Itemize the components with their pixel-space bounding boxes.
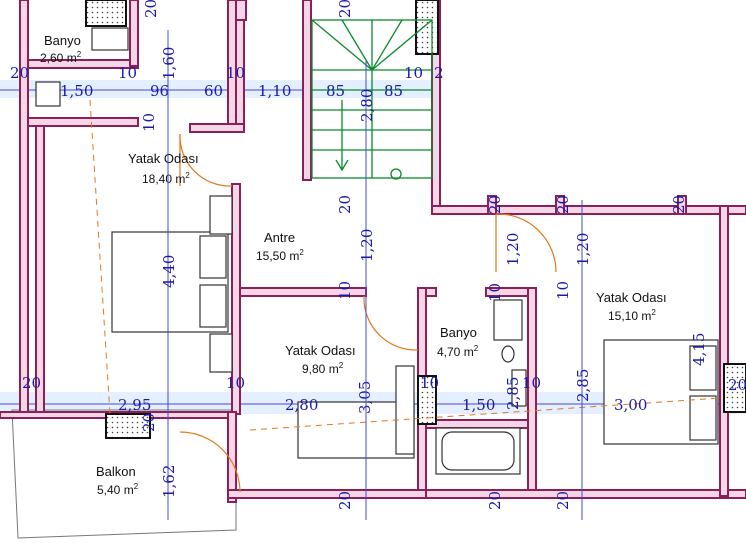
dim-bottom-0: 20: [22, 374, 41, 392]
dim-left-4: 1,62: [160, 465, 178, 498]
dim-right-3: 20: [486, 195, 504, 214]
room-name-banyo-top: Banyo: [44, 33, 81, 48]
dim-right-10: 20: [554, 491, 572, 510]
dim-top-9: 10: [404, 64, 423, 82]
dim-left-2: 4,40: [160, 255, 178, 288]
dimensions-bottom: 20 2,95 10 2,80 3,05 10 1,50 2,85 10 3,0…: [22, 374, 746, 414]
dim-right-11: 10: [554, 281, 572, 300]
dim-top-7: 85: [326, 82, 345, 100]
desk: [297, 401, 415, 459]
dim-top-3: 96: [150, 82, 169, 100]
dim-top-5: 10: [226, 64, 245, 82]
room-area-yatak2: 9,80 m2: [302, 361, 344, 376]
dim-bottom-5: 10: [420, 374, 439, 392]
dim-top-2: 1,50: [60, 82, 93, 100]
dim-center-4: 10: [336, 281, 354, 300]
dim-right-1: 1,20: [504, 233, 522, 266]
dim-top-1: 10: [118, 64, 137, 82]
dim-top-0: 20: [10, 64, 29, 82]
dim-bottom-7: 2,85: [504, 377, 522, 410]
dim-right-4: 1,20: [574, 233, 592, 266]
dim-center-0: 20: [142, 0, 160, 18]
dim-right-8: 4,15: [690, 333, 708, 366]
dimensions-vertical: 1,60 10 4,40 20 1,62 20 2,80 20 1,20 10 …: [140, 0, 708, 520]
dim-left-3: 20: [140, 413, 158, 432]
dim-top-8: 85: [384, 82, 403, 100]
dim-right-7: 20: [670, 195, 688, 214]
dim-center-2: 20: [336, 195, 354, 214]
furniture: [35, 27, 719, 475]
room-name-yatak3: Yatak Odası: [596, 290, 667, 305]
room-name-yatak1: Yatak Odası: [128, 151, 199, 166]
dim-band-top: [0, 80, 440, 98]
room-area-antre: 15,50 m2: [256, 248, 304, 263]
dim-bottom-10: 20: [728, 376, 746, 394]
room-area-banyo-mid: 4,70 m2: [437, 344, 479, 359]
room-labels: Banyo 2,60 m2 Yatak Odası 18,40 m2 Antre…: [40, 33, 667, 497]
dim-right-9: 20: [486, 491, 504, 510]
dim-top-4: 60: [204, 82, 223, 100]
room-name-antre: Antre: [264, 230, 295, 245]
room-area-yatak3: 15,10 m2: [608, 308, 656, 323]
dim-center-5: 20: [336, 491, 354, 510]
dim-right-2: 10: [486, 283, 504, 302]
room-area-yatak1: 18,40 m2: [142, 171, 190, 186]
dim-left-0: 1,60: [160, 47, 178, 80]
room-name-yatak2: Yatak Odası: [285, 343, 356, 358]
dim-bottom-8: 10: [522, 374, 541, 392]
room-name-balkon: Balkon: [96, 464, 136, 479]
dim-top-10: 2: [434, 64, 444, 82]
dim-bottom-4: 3,05: [356, 381, 374, 414]
room-area-balkon: 5,40 m2: [97, 482, 139, 497]
dim-right-6: 20: [554, 195, 572, 214]
dim-center-1: 2,80: [358, 89, 376, 122]
door-swings: [89, 99, 721, 493]
dim-bottom-9: 3,00: [614, 396, 647, 414]
dim-center-3: 1,20: [358, 229, 376, 262]
dim-bottom-3: 2,80: [285, 396, 318, 414]
dim-bottom-1: 2,95: [118, 396, 151, 414]
dim-right-5: 2,85: [574, 369, 592, 402]
dim-bottom-6: 1,50: [462, 396, 495, 414]
room-name-banyo-mid: Banyo: [440, 325, 477, 340]
staircase: [311, 19, 433, 180]
dimensions-top: 20 10 1,50 96 60 10 1,10 85 85 10 2: [10, 64, 444, 100]
dim-left-1: 10: [140, 113, 158, 132]
dim-bottom-2: 10: [226, 374, 245, 392]
dim-right-0: 20: [336, 0, 354, 18]
room-area-banyo-top: 2,60 m2: [40, 50, 82, 65]
dim-top-6: 1,10: [258, 82, 291, 100]
